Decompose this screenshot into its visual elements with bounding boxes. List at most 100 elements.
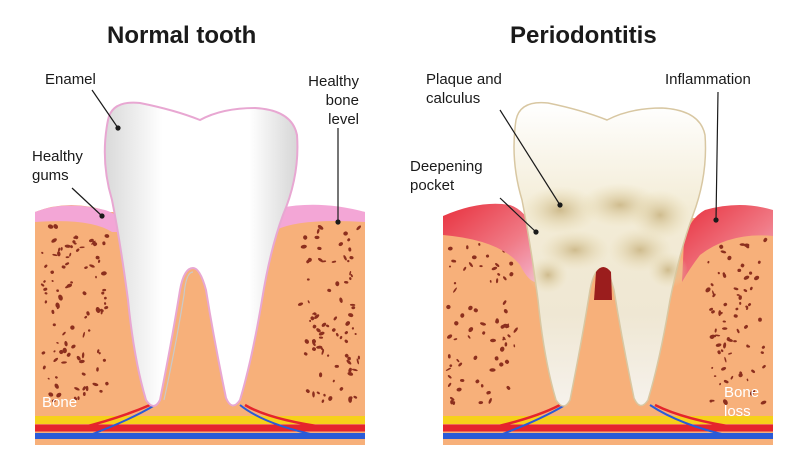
bone-pore	[499, 362, 504, 367]
bone-pore	[51, 280, 54, 282]
leader-lines	[71, 89, 719, 235]
bone-pore	[454, 321, 459, 326]
bone-pore	[307, 300, 310, 304]
bone-pore	[99, 308, 104, 313]
bone-pore	[473, 355, 478, 360]
bone-pores	[445, 236, 768, 405]
bone-pore	[74, 387, 80, 391]
bone-pore	[452, 401, 456, 405]
bone-pore	[105, 381, 109, 386]
bone-pore	[449, 364, 453, 368]
bone-pore	[451, 259, 457, 263]
bone-pore	[746, 378, 749, 382]
bone-pore	[460, 313, 465, 318]
bone-pore	[763, 237, 768, 243]
bone-pore	[489, 368, 496, 372]
bone-pore	[43, 280, 46, 283]
bone-pore	[97, 259, 101, 263]
bone-pore	[458, 362, 463, 367]
bone-pore	[499, 346, 505, 352]
bone-pore	[445, 367, 452, 371]
bone-pore	[749, 286, 753, 291]
bone-pore	[507, 334, 511, 338]
bone-pore	[488, 397, 492, 404]
bone-pore	[95, 275, 97, 279]
bone-pore	[468, 262, 473, 268]
bone-pore	[44, 264, 48, 268]
bone-pore	[79, 359, 85, 364]
bone-pore	[327, 288, 332, 293]
bone-pore	[480, 384, 484, 388]
bone-pore	[723, 399, 728, 405]
bone-pore	[748, 271, 753, 275]
bone-pore	[733, 287, 739, 291]
normal-tooth	[103, 101, 299, 407]
bone-pore	[491, 266, 498, 271]
bone-pore	[468, 327, 474, 333]
healthy-gum-right	[262, 204, 365, 230]
bone-pore	[309, 319, 312, 322]
bone-pore	[316, 328, 321, 333]
bone-pore	[344, 280, 349, 284]
bone-pore	[719, 244, 724, 249]
bone-pore	[349, 277, 352, 281]
bone-pore	[73, 396, 78, 401]
bone-pore	[348, 396, 353, 403]
bone-pore	[310, 316, 315, 321]
bone-pore	[328, 396, 333, 401]
bone-pore	[736, 328, 740, 334]
bone-pore	[70, 245, 73, 249]
bone-pore	[740, 263, 745, 268]
bone-pore	[317, 257, 323, 262]
bone-pore	[317, 246, 322, 251]
bone-pore	[503, 323, 510, 329]
bone-pore	[447, 354, 451, 359]
bone-pore	[747, 303, 752, 307]
bone-pore	[102, 241, 106, 246]
bone-pore	[739, 301, 742, 305]
blood-vessels	[443, 403, 773, 439]
bone-pore	[760, 351, 764, 354]
bone-pore	[66, 352, 71, 357]
bone-pore	[749, 391, 754, 396]
bone-pore	[473, 308, 478, 313]
bone-pore	[463, 266, 467, 271]
bone-pore	[348, 367, 352, 373]
bone-pore	[745, 307, 749, 310]
bone-pore	[494, 356, 499, 361]
plaque-calculus-label: Plaque and calculus	[426, 71, 502, 107]
bone-pore	[351, 306, 356, 310]
deepening-pocket-label: Deepening pocket	[410, 158, 483, 194]
bone-pore	[723, 342, 727, 349]
bone-pore	[760, 400, 767, 405]
bone-pore	[351, 368, 358, 372]
bone-pore	[335, 332, 339, 337]
bone-pore	[495, 263, 500, 267]
bone-pore	[736, 294, 740, 296]
bone-pores	[40, 224, 362, 403]
bone-pore	[751, 369, 756, 373]
bone-pore	[56, 289, 59, 293]
bone-pore	[348, 247, 352, 252]
bone-pore	[82, 331, 85, 338]
bone-pore	[57, 251, 61, 257]
bone-pore	[339, 387, 344, 391]
bone-pore	[480, 322, 486, 326]
bone-pore	[56, 342, 59, 344]
bone-pore	[467, 335, 471, 339]
bone-pore	[76, 355, 81, 361]
inflamed-gum-right	[682, 205, 773, 282]
bone-pore	[722, 273, 727, 278]
bone-pore	[64, 341, 68, 347]
bone-pore	[723, 302, 728, 307]
bone-pore	[343, 255, 347, 261]
bone-pore	[89, 264, 95, 268]
bone-pore	[710, 283, 714, 287]
bone-pore	[495, 318, 499, 322]
bone-pore	[745, 305, 749, 309]
bone-pore	[344, 331, 348, 335]
bone-pore	[506, 385, 511, 390]
bone-pore	[103, 302, 107, 305]
bone-pore	[55, 376, 58, 379]
bone-pore	[762, 365, 766, 369]
